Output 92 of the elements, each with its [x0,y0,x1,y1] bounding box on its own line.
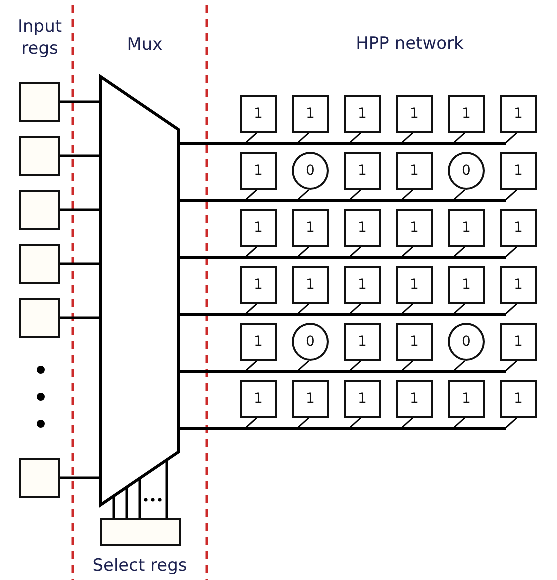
tick-line [454,360,466,372]
bit-cell: 1 [396,152,433,190]
wire [60,154,101,158]
bit-cell: 1 [344,380,381,418]
bit-cell: 1 [500,95,537,133]
register-box [19,82,60,122]
register-box [19,136,60,176]
bit-cell: 1 [500,323,537,361]
wire [166,460,168,518]
bit-cell: 1 [500,266,537,304]
bit-cell: 1 [500,152,537,190]
bit-cell: 1 [396,95,433,133]
tick-line [506,132,518,144]
heading: Mux [126,34,164,56]
tick-line [402,303,414,315]
tick-line [246,132,258,144]
heading: Select regs [92,555,188,577]
tick-line [454,246,466,258]
wire [60,316,101,320]
tick-line [506,246,518,258]
tick-line [506,360,518,372]
bit-cell: 1 [292,95,329,133]
bit-circle: 0 [292,152,329,190]
bit-circle: 0 [448,152,485,190]
bit-cell: 1 [448,95,485,133]
wire [138,478,142,518]
tick-line [350,417,362,429]
register-box [19,458,60,498]
bit-cell: 1 [500,380,537,418]
tick-line [454,417,466,429]
bit-cell: 1 [344,209,381,247]
bit-cell: 1 [240,266,277,304]
wire [112,496,116,518]
bit-cell: 1 [500,209,537,247]
register-box [19,244,60,284]
wire [60,476,101,480]
bit-cell: 1 [292,209,329,247]
bit-cell: 1 [448,266,485,304]
wire [60,100,101,104]
register-box [19,298,60,338]
bit-cell: 1 [240,209,277,247]
bit-cell: 1 [396,380,433,418]
bit-cell: 1 [292,266,329,304]
tick-line [402,246,414,258]
tick-line [350,246,362,258]
tick-line [298,246,310,258]
register-box [19,190,60,230]
tick-line [506,189,518,201]
tick-line [506,417,518,429]
tick-line [298,303,310,315]
heading: HPP network [355,33,465,55]
bit-circle: 0 [292,323,329,361]
tick-line [246,360,258,372]
bit-cell: 1 [396,209,433,247]
bit-cell: 1 [448,209,485,247]
tick-line [298,360,310,372]
tick-line [454,189,466,201]
tick-line [246,417,258,429]
tick-line [246,246,258,258]
tick-line [246,303,258,315]
tick-line [454,303,466,315]
bit-cell: 1 [344,152,381,190]
tick-line [298,189,310,201]
bit-cell: 1 [344,95,381,133]
bit-cell: 1 [448,380,485,418]
wire [126,487,128,518]
tick-line [298,132,310,144]
bit-cell: 1 [240,380,277,418]
tick-line [350,132,362,144]
tick-line [298,417,310,429]
tick-line [402,360,414,372]
tick-line [350,360,362,372]
tick-line [246,189,258,201]
tick-line [402,132,414,144]
tick-line [402,189,414,201]
tick-line [402,417,414,429]
tick-line [454,132,466,144]
bit-cell: 1 [344,323,381,361]
bit-cell: 1 [396,323,433,361]
bit-cell: 1 [344,266,381,304]
bit-cell: 1 [396,266,433,304]
tick-line [350,303,362,315]
bit-cell: 1 [292,380,329,418]
bit-cell: 1 [240,323,277,361]
wire [60,208,101,212]
bit-cell: 1 [240,95,277,133]
heading: Input regs [16,16,64,60]
wire [60,262,101,266]
tick-line [350,189,362,201]
tick-line [506,303,518,315]
bit-circle: 0 [448,323,485,361]
bit-cell: 1 [240,152,277,190]
